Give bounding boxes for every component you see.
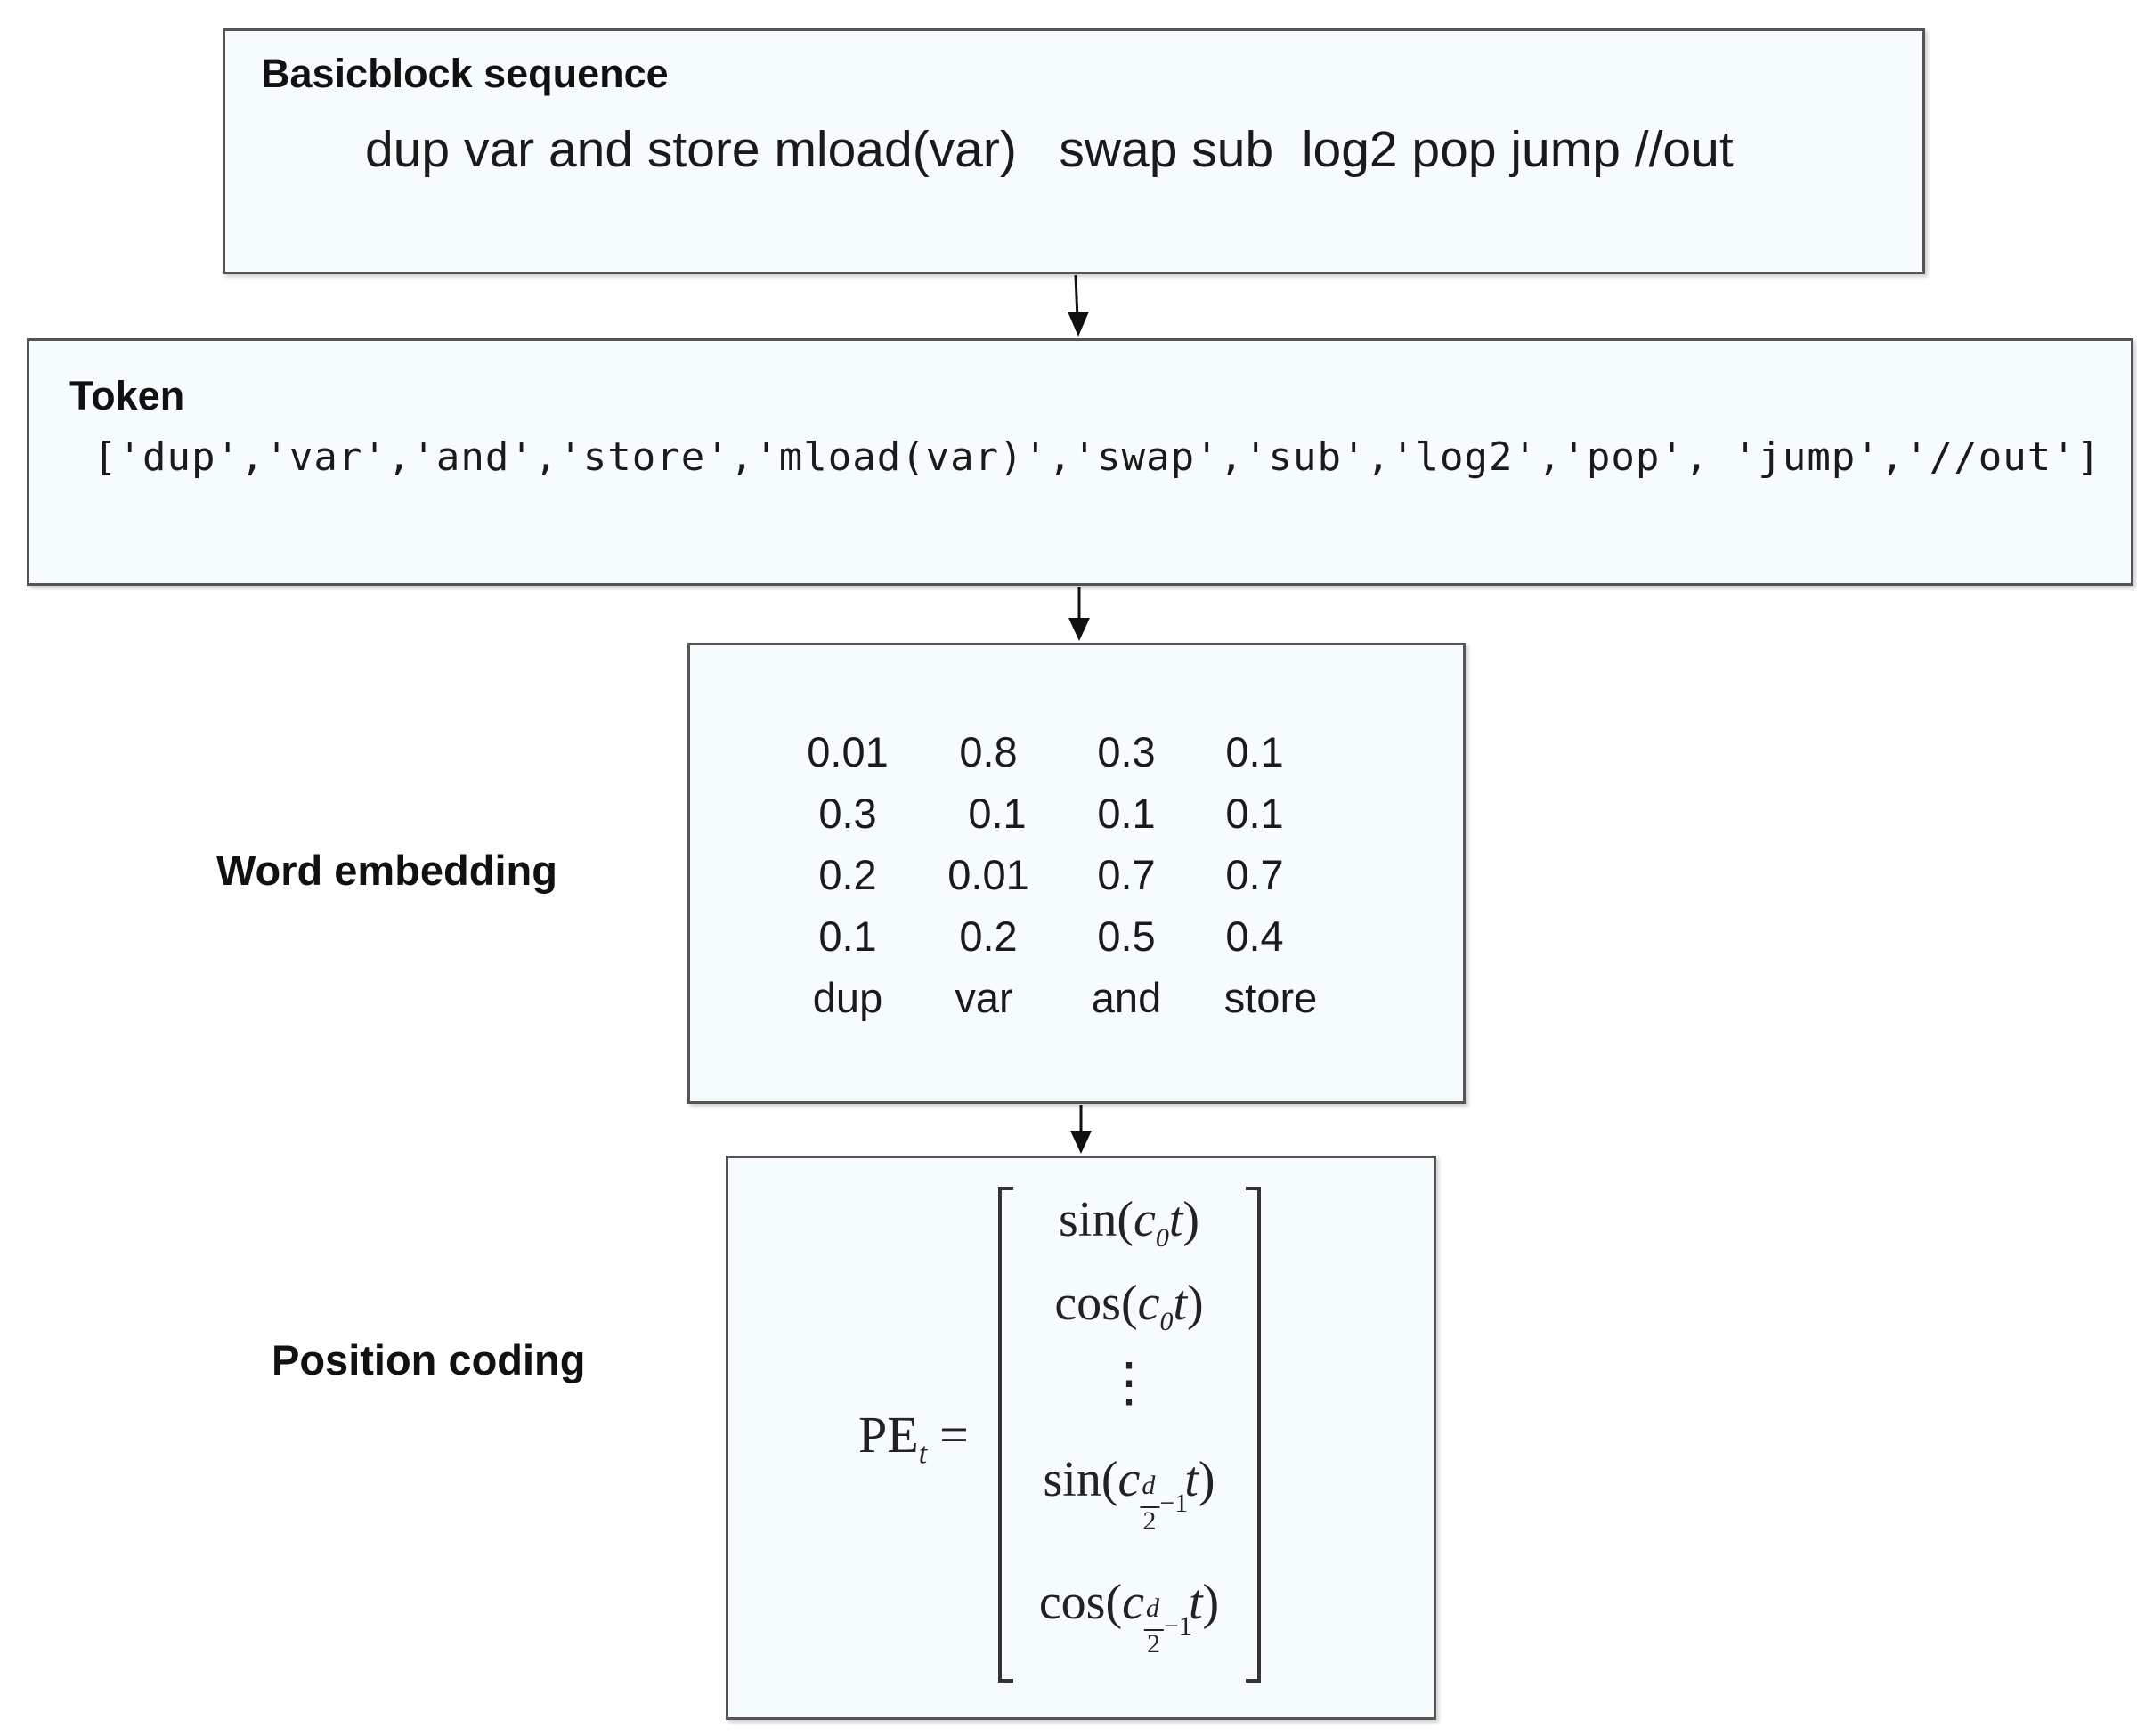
left-bracket — [998, 1187, 1013, 1683]
embedding-cell: 0.2 — [818, 851, 877, 898]
vertical-ellipsis: ⋮ — [1102, 1353, 1156, 1412]
embedding-word: var — [955, 974, 1013, 1021]
embedding-cell: 0.8 — [959, 728, 1018, 775]
token-box: Token ['dup','var','and','store','mload(… — [27, 338, 2133, 586]
embedding-cell: 0.1 — [818, 913, 877, 960]
basicblock-sequence-box: Basicblock sequence dup var and store ml… — [223, 28, 1925, 274]
embedding-cell: 0.1 — [1097, 790, 1156, 837]
right-bracket — [1246, 1187, 1261, 1683]
position-coding-box — [726, 1156, 1436, 1720]
basicblock-sequence-title: Basicblock sequence — [261, 51, 669, 96]
position-coding-label: Position coding — [272, 1336, 586, 1383]
embedding-cell: 0.01 — [807, 728, 889, 775]
embedding-cell: 0.3 — [1097, 728, 1156, 775]
token-title: Token — [69, 373, 185, 418]
embedding-cell: 0.3 — [818, 790, 877, 837]
pe-subscript: t — [918, 1437, 928, 1471]
arrow-basicblock-to-token — [1068, 274, 1089, 337]
arrow-embedding-to-position — [1070, 1105, 1092, 1154]
embedding-cell: 0.7 — [1225, 851, 1284, 898]
word-embedding-label: Word embedding — [216, 847, 557, 894]
pe-entry-sin-c0: sin(c0t) — [1058, 1192, 1200, 1253]
embedding-cell: 0.5 — [1097, 913, 1156, 960]
word-embedding-box: 0.01 0.8 0.3 0.1 0.3 0.1 0.1 0.1 0.2 0.0… — [687, 643, 1466, 1104]
arrow-token-to-embedding — [1068, 587, 1090, 641]
embedding-cell: 0.1 — [1225, 790, 1284, 837]
embedding-cell: 0.2 — [959, 913, 1018, 960]
embedding-word: store — [1223, 974, 1318, 1021]
embedding-cell: 0.1 — [1225, 728, 1284, 775]
pe-entry-cos-c0: cos(c0t) — [1054, 1276, 1204, 1337]
embedding-cell: 0.4 — [1225, 913, 1284, 960]
equals-sign: = — [939, 1406, 969, 1464]
token-list: ['dup','var','and','store','mload(var)',… — [93, 434, 2101, 480]
embedding-word: dup — [812, 974, 883, 1021]
embedding-cell: 0.1 — [968, 790, 1027, 837]
embedding-word: and — [1091, 974, 1162, 1021]
pe-lhs: PEt = — [858, 1405, 969, 1472]
embedding-cell: 0.01 — [947, 851, 1029, 898]
pe-symbol: PE — [858, 1406, 919, 1464]
basicblock-sequence-text: dup var and store mload(var) swap sub lo… — [365, 121, 1734, 178]
embedding-cell: 0.7 — [1097, 851, 1156, 898]
